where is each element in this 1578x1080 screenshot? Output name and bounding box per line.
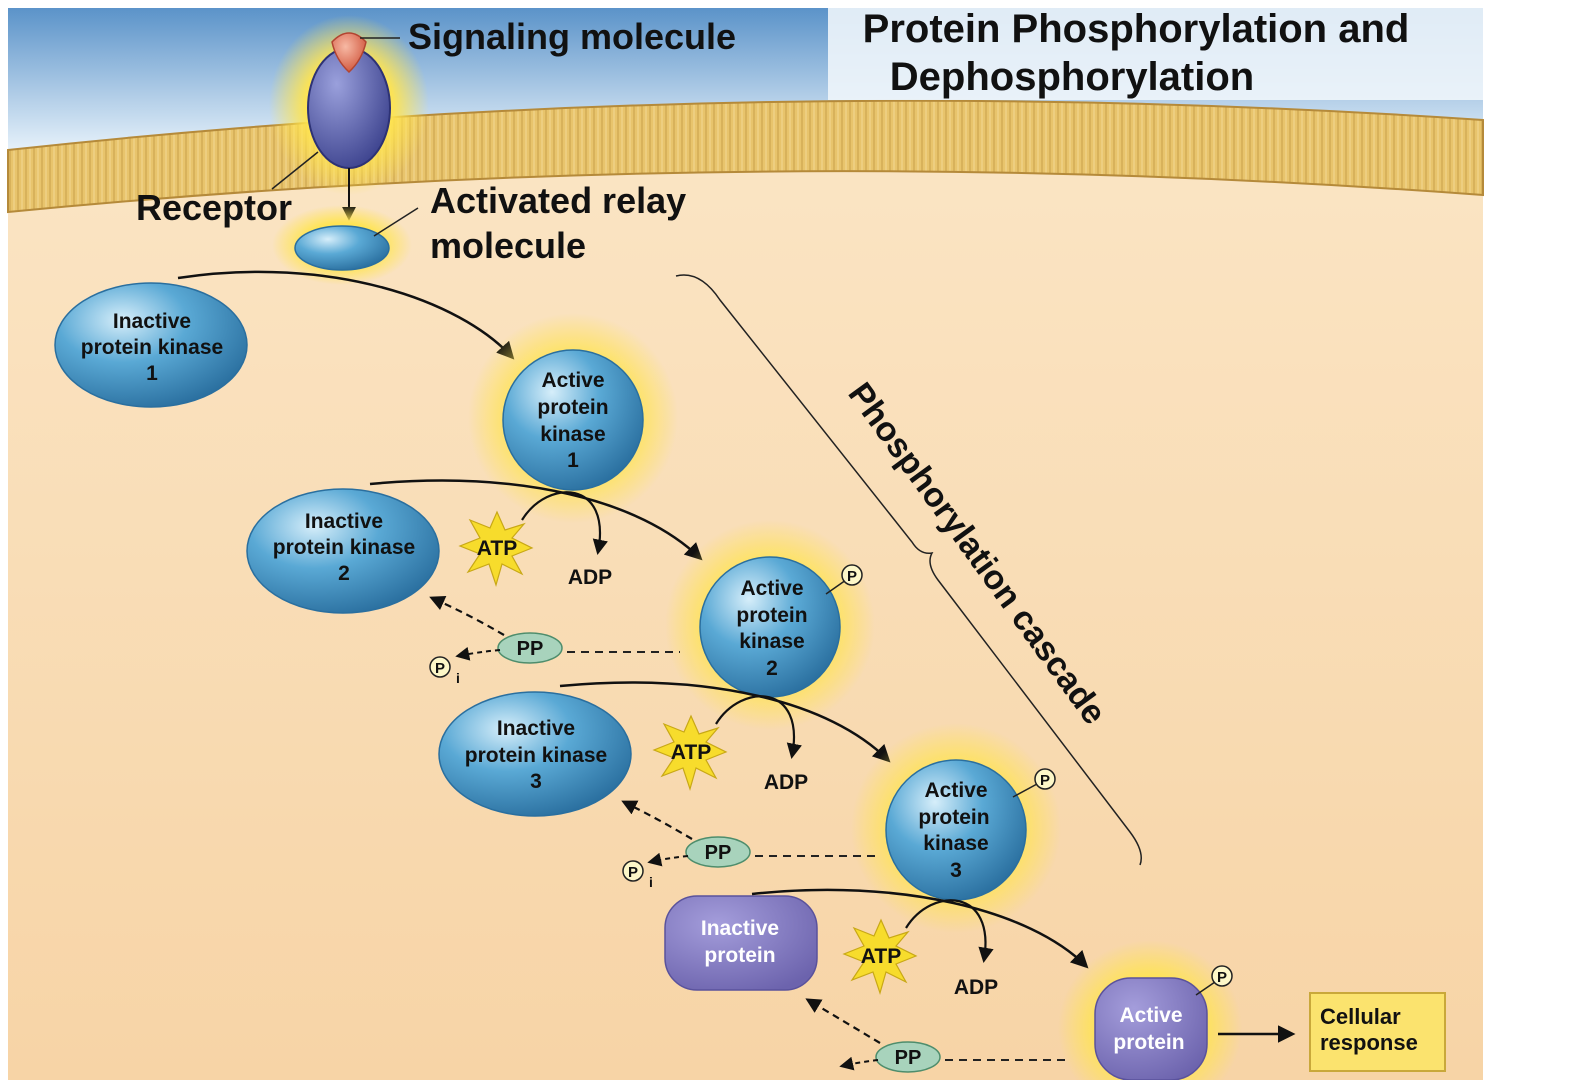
activation-arrow-3: [559, 681, 891, 763]
phosphate-3: [1034, 768, 1056, 790]
active-kinase-2-line-1: Active: [740, 577, 803, 600]
adp-label-2: ADP: [568, 566, 612, 589]
active-kinase-1-line-3: kinase: [540, 423, 605, 446]
inactive-kinase-1-line-1: Inactive: [113, 310, 191, 333]
signaling-molecule-label: Signaling molecule: [408, 16, 736, 57]
inactive-kinase-2-line-1: Inactive: [305, 510, 383, 533]
atp-burst-4: [842, 918, 918, 996]
inactive-protein-line-1: Inactive: [701, 917, 779, 940]
adp-label-4: ADP: [954, 976, 998, 999]
inactive-kinase-3: [438, 691, 632, 817]
relay-leader: [373, 207, 419, 237]
dephos-arrow-4: [805, 998, 881, 1044]
active-protein-line-2: protein: [1113, 1031, 1184, 1054]
inactive-kinase-1: [54, 282, 248, 408]
pi-2-sub: i: [456, 670, 460, 686]
active-kinase-3-line-2: protein: [918, 806, 989, 829]
dephos-arrow-2: [429, 596, 505, 636]
title-line-2: Dephosphorylation: [890, 55, 1254, 99]
phosphate-bond-4: [1195, 981, 1216, 996]
inactive-kinase-3-line-1: Inactive: [497, 717, 575, 740]
active-kinase-1-line-2: protein: [537, 396, 608, 419]
pi-3: [622, 860, 644, 882]
inactive-kinase-2: [246, 488, 440, 614]
relay-label-line-2: molecule: [430, 225, 586, 266]
phosphate-4: [1211, 965, 1233, 987]
pi-2-label: P: [435, 660, 445, 677]
inactive-kinase-1-line-2: protein kinase: [81, 336, 223, 359]
atp-adp-arrow-3: [715, 695, 802, 760]
cascade-bracket: [675, 274, 1142, 866]
activation-arrow-1: [177, 270, 515, 360]
cellular-response-line-1: Cellular: [1320, 1004, 1401, 1029]
activation-arrow-4: [751, 888, 1089, 969]
signaling-molecule: [331, 32, 367, 74]
inactive-protein-line-2: protein: [704, 944, 775, 967]
inactive-kinase-2-line-3: 2: [338, 562, 350, 585]
activation-arrow-2: [369, 479, 703, 561]
atp-burst-3: [652, 714, 728, 792]
active-kinase-3-line-3: kinase: [923, 832, 988, 855]
receptor-label: Receptor: [136, 187, 292, 228]
pi-2: [429, 656, 451, 678]
active-protein: [1094, 977, 1208, 1080]
phosphatase-3-label: PP: [705, 842, 732, 864]
pi-arrow-3: [647, 852, 689, 867]
active-kinase-3-line-4: 3: [950, 859, 962, 882]
phosphate-bond-2: [825, 579, 847, 595]
adp-label-3: ADP: [764, 771, 808, 794]
active-kinase-1-line-4: 1: [567, 449, 579, 472]
phosphate-3-label: P: [1040, 772, 1050, 789]
inactive-kinase-2-line-2: protein kinase: [273, 536, 415, 559]
inactive-kinase-3-line-2: protein kinase: [465, 744, 607, 767]
cellular-response-box: [1309, 992, 1446, 1072]
atp-adp-arrow-2: [521, 491, 608, 556]
active-kinase-3-line-1: Active: [924, 779, 987, 802]
title-line-1: Protein Phosphorylation and: [863, 7, 1410, 51]
active-kinase-2-line-2: protein: [736, 604, 807, 627]
phosphatase-4: [875, 1041, 941, 1073]
active-kinase-1: [502, 349, 644, 491]
dephos-arrow-3: [621, 800, 693, 840]
phosphatase-4-label: PP: [895, 1047, 922, 1069]
atp-adp-arrow-4: [905, 899, 994, 964]
atp-label-4: ATP: [861, 945, 901, 968]
relay-label-line-1: Activated relay: [430, 180, 686, 221]
pi-3-label: P: [628, 864, 638, 881]
pi-3-sub: i: [649, 874, 653, 890]
phosphate-2: [841, 564, 863, 586]
pi-arrow-2: [455, 646, 501, 661]
phosphate-bond-3: [1012, 783, 1038, 798]
atp-label-3: ATP: [671, 741, 711, 764]
cellular-response-line-2: response: [1320, 1030, 1418, 1055]
phosphatase-2: [497, 632, 563, 664]
activated-relay-molecule: [294, 225, 390, 271]
active-kinase-2-line-4: 2: [766, 657, 778, 680]
phosphatase-3: [685, 836, 751, 868]
active-kinase-2-line-3: kinase: [739, 630, 804, 653]
atp-burst-2: [458, 510, 534, 588]
pi-arrow-4: [839, 1056, 879, 1071]
atp-label-2: ATP: [477, 537, 517, 560]
receptor-leader: [271, 151, 319, 190]
phosphatase-2-label: PP: [517, 638, 544, 660]
inactive-kinase-3-line-3: 3: [530, 770, 542, 793]
phosphate-2-label: P: [847, 568, 857, 585]
inactive-protein: [664, 895, 818, 991]
active-kinase-1-line-1: Active: [541, 369, 604, 392]
title-backdrop: [828, 8, 1483, 100]
phosphate-4-label: P: [1217, 969, 1227, 986]
active-protein-line-1: Active: [1119, 1004, 1182, 1027]
inactive-kinase-1-line-3: 1: [146, 362, 158, 385]
